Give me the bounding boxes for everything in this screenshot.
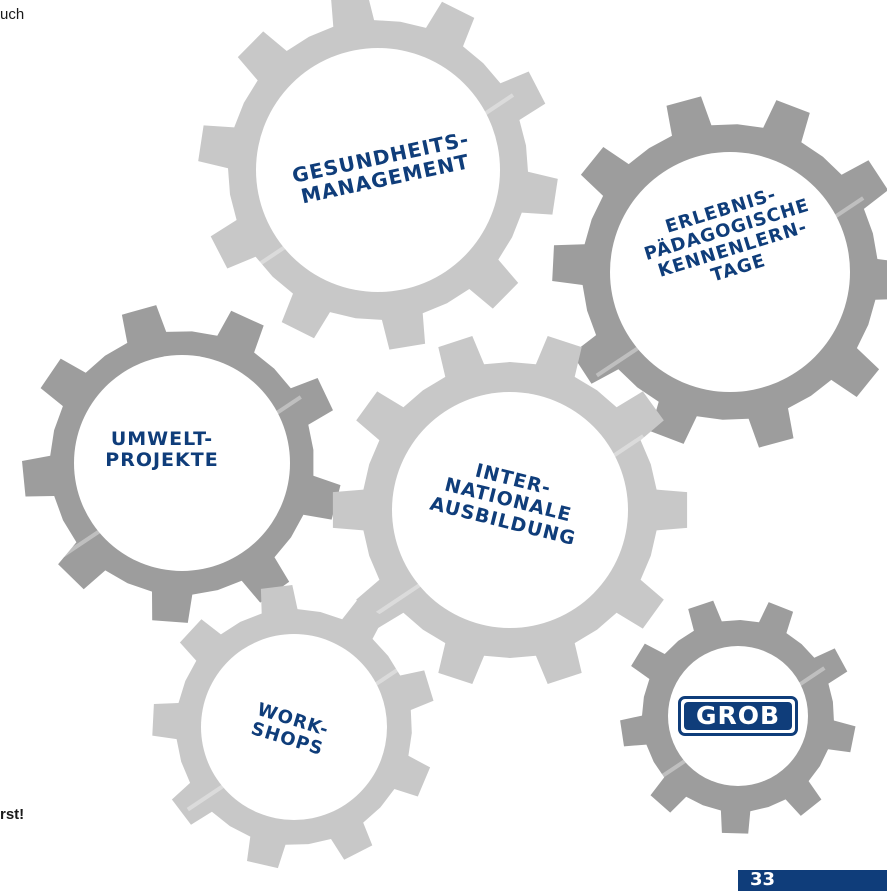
gear-label-umweltprojekte: UMWELT- PROJEKTE bbox=[105, 428, 219, 472]
cut-off-text-top: uch bbox=[0, 6, 25, 23]
gear-umwelt bbox=[22, 305, 341, 623]
gear-inter bbox=[332, 336, 688, 684]
page-number: 33 bbox=[750, 869, 776, 890]
gear-workshops bbox=[152, 585, 434, 869]
gear-erlebnis-center bbox=[610, 152, 850, 392]
gear-umwelt-center bbox=[74, 355, 290, 571]
cut-off-text-bottom: rst! bbox=[0, 806, 25, 823]
gear-gesundheit bbox=[198, 0, 558, 350]
page-number-tab: 33 bbox=[738, 869, 887, 891]
grob-logo-text: GROB bbox=[684, 702, 792, 730]
gear-inter-center bbox=[392, 392, 628, 628]
gear-erlebnis bbox=[552, 96, 887, 448]
gear-gesundheit-center bbox=[256, 48, 500, 292]
gear-workshops-center bbox=[201, 634, 387, 820]
grob-logo: GROB bbox=[678, 696, 798, 736]
